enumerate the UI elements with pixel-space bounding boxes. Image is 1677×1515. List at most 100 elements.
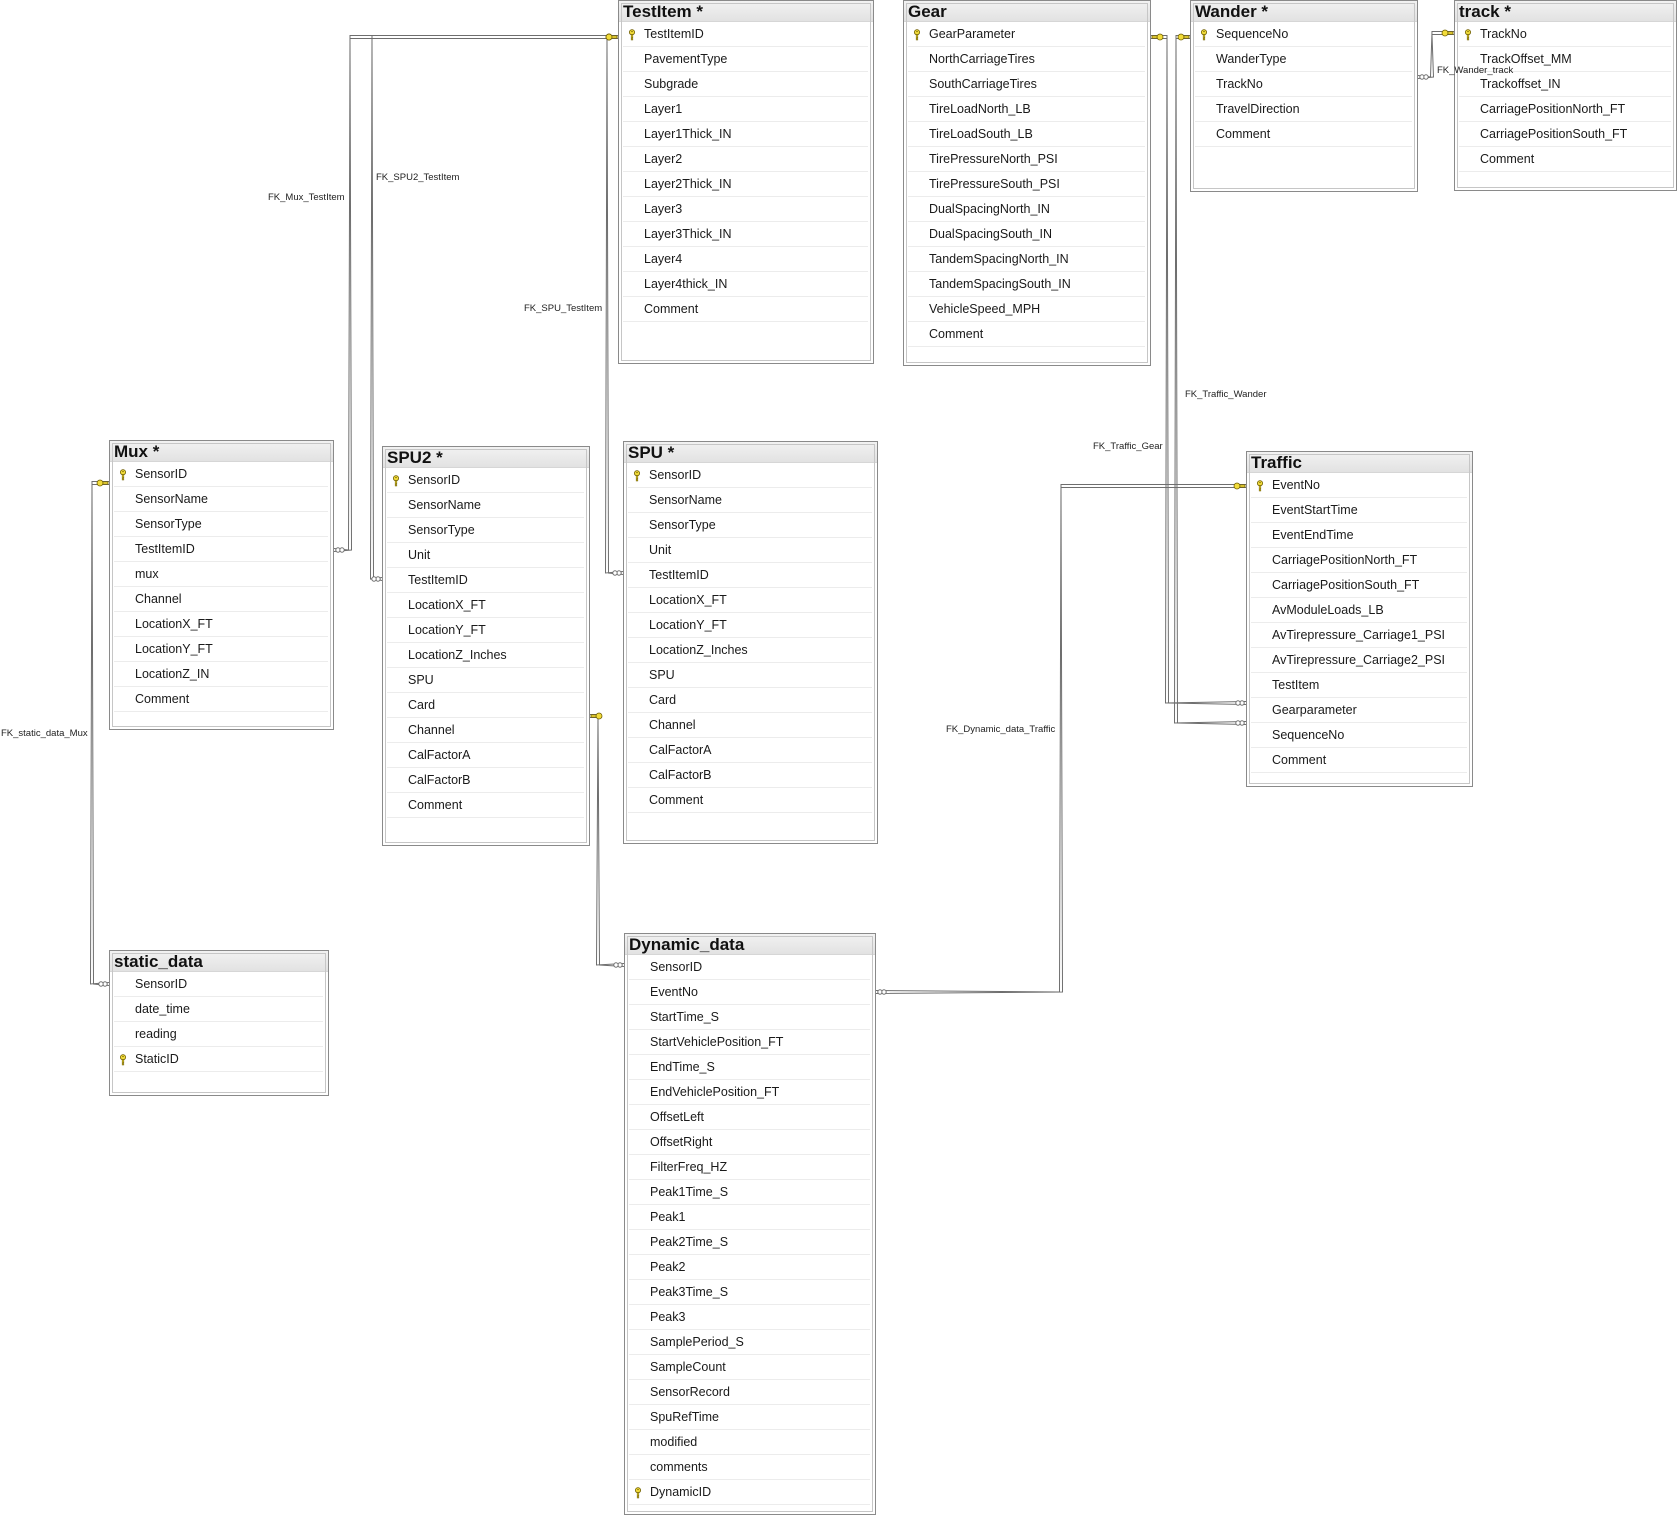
column-row[interactable]: EventNo: [629, 980, 870, 1005]
relationship-fk-dynamic-data-traffic[interactable]: [875, 482, 1246, 995]
column-row[interactable]: SensorType: [387, 518, 584, 543]
column-row[interactable]: Channel: [628, 713, 872, 738]
column-row[interactable]: SensorRecord: [629, 1380, 870, 1405]
column-row[interactable]: Channel: [114, 587, 328, 612]
column-row[interactable]: CarriagePositionSouth_FT: [1459, 122, 1671, 147]
table-title[interactable]: SPU2 *: [383, 447, 589, 468]
table-title[interactable]: Gear: [904, 1, 1150, 22]
column-row[interactable]: LocationZ_Inches: [387, 643, 584, 668]
column-row[interactable]: TireLoadNorth_LB: [908, 97, 1145, 122]
column-row[interactable]: DualSpacingNorth_IN: [908, 197, 1145, 222]
column-row[interactable]: EventNo: [1251, 473, 1467, 498]
column-row[interactable]: TrackNo: [1459, 22, 1671, 47]
column-row[interactable]: mux: [114, 562, 328, 587]
column-row[interactable]: SamplePeriod_S: [629, 1330, 870, 1355]
column-row[interactable]: EventStartTime: [1251, 498, 1467, 523]
column-row[interactable]: CarriagePositionNorth_FT: [1251, 548, 1467, 573]
column-row[interactable]: Comment: [1459, 147, 1671, 172]
column-row[interactable]: GearParameter: [908, 22, 1145, 47]
column-row[interactable]: SensorID: [114, 462, 328, 487]
column-row[interactable]: StartTime_S: [629, 1005, 870, 1030]
column-row[interactable]: LocationX_FT: [114, 612, 328, 637]
column-row[interactable]: Comment: [623, 297, 868, 322]
table-spu2[interactable]: SPU2 * SensorID SensorName SensorType Un…: [382, 446, 590, 846]
column-row[interactable]: CalFactorB: [628, 763, 872, 788]
column-row[interactable]: date_time: [114, 997, 323, 1022]
table-title[interactable]: Traffic: [1247, 452, 1472, 473]
table-gear[interactable]: Gear GearParameter NorthCarriageTires So…: [903, 0, 1151, 366]
table-title[interactable]: track *: [1455, 1, 1676, 22]
column-row[interactable]: EndVehiclePosition_FT: [629, 1080, 870, 1105]
column-row[interactable]: SequenceNo: [1195, 22, 1412, 47]
column-row[interactable]: Comment: [908, 322, 1145, 347]
column-row[interactable]: StaticID: [114, 1047, 323, 1072]
column-row[interactable]: Layer4: [623, 247, 868, 272]
column-row[interactable]: LocationX_FT: [628, 588, 872, 613]
column-row[interactable]: FilterFreq_HZ: [629, 1155, 870, 1180]
table-title[interactable]: Dynamic_data: [625, 934, 875, 955]
relationship-fk-static-data-mux[interactable]: [89, 479, 110, 987]
column-row[interactable]: SensorID: [628, 463, 872, 488]
column-row[interactable]: Peak3: [629, 1305, 870, 1330]
column-row[interactable]: LocationZ_Inches: [628, 638, 872, 663]
column-row[interactable]: SensorID: [387, 468, 584, 493]
column-row[interactable]: CarriagePositionNorth_FT: [1459, 97, 1671, 122]
table-dynamic-data[interactable]: Dynamic_data SensorID EventNo StartTime_…: [624, 933, 876, 1515]
relationship-fk-dynamic-data-spu[interactable]: [590, 712, 625, 968]
table-traffic[interactable]: Traffic EventNo EventStartTime EventEndT…: [1246, 451, 1473, 787]
column-row[interactable]: Layer4thick_IN: [623, 272, 868, 297]
column-row[interactable]: SampleCount: [629, 1355, 870, 1380]
table-testitem[interactable]: TestItem * TestItemID PavementType Subgr…: [618, 0, 874, 364]
column-row[interactable]: CarriagePositionSouth_FT: [1251, 573, 1467, 598]
relationship-label[interactable]: FK_Wander_track: [1437, 65, 1514, 76]
relationship-label[interactable]: FK_Traffic_Wander: [1185, 389, 1267, 400]
relationship-label[interactable]: FK_SPU_TestItem: [524, 303, 603, 314]
column-row[interactable]: PavementType: [623, 47, 868, 72]
relationship-label[interactable]: FK_static_data_Mux: [1, 728, 88, 739]
column-row[interactable]: Layer1Thick_IN: [623, 122, 868, 147]
column-row[interactable]: EndTime_S: [629, 1055, 870, 1080]
column-row[interactable]: SensorType: [628, 513, 872, 538]
column-row[interactable]: TrackNo: [1195, 72, 1412, 97]
column-row[interactable]: SensorName: [628, 488, 872, 513]
column-row[interactable]: Peak2: [629, 1255, 870, 1280]
table-mux[interactable]: Mux * SensorID SensorName SensorType Tes…: [109, 440, 334, 730]
column-row[interactable]: OffsetRight: [629, 1130, 870, 1155]
column-row[interactable]: AvModuleLoads_LB: [1251, 598, 1467, 623]
relationship-label[interactable]: FK_Mux_TestItem: [268, 192, 345, 203]
column-row[interactable]: TrackOffset_MM: [1459, 47, 1671, 72]
column-row[interactable]: Subgrade: [623, 72, 868, 97]
column-row[interactable]: Layer2Thick_IN: [623, 172, 868, 197]
column-row[interactable]: WanderType: [1195, 47, 1412, 72]
column-row[interactable]: Layer2: [623, 147, 868, 172]
column-row[interactable]: SensorName: [114, 487, 328, 512]
column-row[interactable]: Layer3Thick_IN: [623, 222, 868, 247]
column-row[interactable]: Unit: [628, 538, 872, 563]
column-row[interactable]: LocationX_FT: [387, 593, 584, 618]
table-title[interactable]: TestItem *: [619, 1, 873, 22]
column-row[interactable]: StartVehiclePosition_FT: [629, 1030, 870, 1055]
table-wander[interactable]: Wander * SequenceNo WanderType TrackNo T…: [1190, 0, 1418, 192]
column-row[interactable]: SPU: [387, 668, 584, 693]
relationship-label[interactable]: FK_Traffic_Gear: [1093, 441, 1163, 452]
column-row[interactable]: TirePressureNorth_PSI: [908, 147, 1145, 172]
column-row[interactable]: TestItemID: [628, 563, 872, 588]
column-row[interactable]: comments: [629, 1455, 870, 1480]
column-row[interactable]: CalFactorA: [387, 743, 584, 768]
relationship-label[interactable]: FK_Dynamic_data_Traffic: [946, 724, 1056, 735]
relationship-label[interactable]: FK_SPU2_TestItem: [376, 172, 460, 183]
column-row[interactable]: AvTirepressure_Carriage1_PSI: [1251, 623, 1467, 648]
table-spu[interactable]: SPU * SensorID SensorName SensorType Uni…: [623, 441, 878, 844]
table-title[interactable]: static_data: [110, 951, 328, 972]
column-row[interactable]: TirePressureSouth_PSI: [908, 172, 1145, 197]
column-row[interactable]: Comment: [114, 687, 328, 712]
column-row[interactable]: Peak3Time_S: [629, 1280, 870, 1305]
column-row[interactable]: TestItem: [1251, 673, 1467, 698]
column-row[interactable]: SequenceNo: [1251, 723, 1467, 748]
column-row[interactable]: NorthCarriageTires: [908, 47, 1145, 72]
column-row[interactable]: TravelDirection: [1195, 97, 1412, 122]
column-row[interactable]: TestItemID: [623, 22, 868, 47]
column-row[interactable]: Layer3: [623, 197, 868, 222]
column-row[interactable]: Peak1Time_S: [629, 1180, 870, 1205]
column-row[interactable]: Comment: [1251, 748, 1467, 773]
